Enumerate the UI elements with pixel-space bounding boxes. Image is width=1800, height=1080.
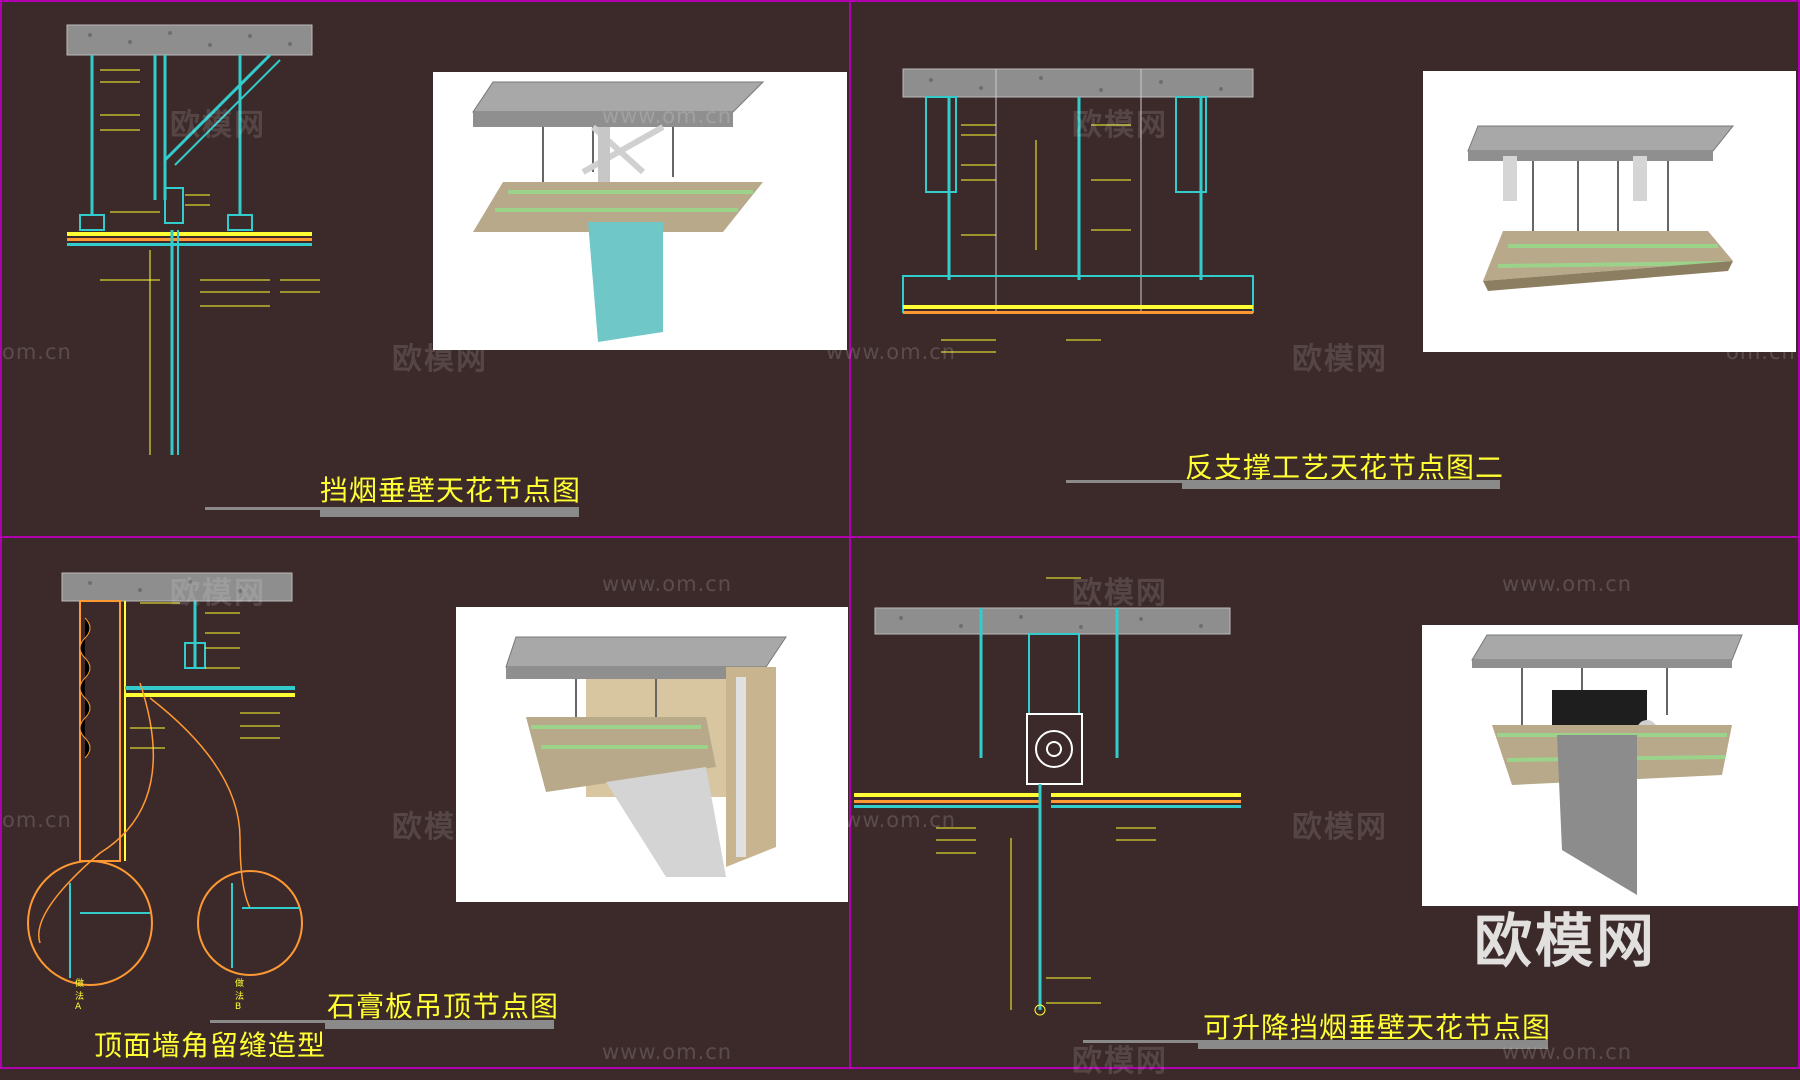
watermark-brand: 欧模网 [1072, 108, 1168, 143]
render-image-gypsum-ceiling [456, 607, 848, 902]
render-3d-gypsum-ceiling [505, 636, 787, 877]
render-image-lifting-smoke-barrier [1422, 625, 1798, 906]
watermark-brand: 欧模网 [392, 342, 488, 377]
title-underline-thick [1198, 1042, 1548, 1049]
frame-bottom [0, 1067, 1800, 1069]
cad-section-smoke-barrier [66, 24, 320, 455]
watermark-url: www.om.cn [1502, 104, 1633, 128]
cad-section-gypsum-ceiling [27, 572, 303, 986]
watermark-url: www.om.cn [826, 340, 957, 364]
watermark-url: om.cn [2, 808, 72, 832]
horizontal-divider [0, 536, 1800, 538]
panel-title: 石膏板吊顶节点图 [327, 990, 560, 1023]
panel-title: 反支撑工艺天花节点图二 [1185, 451, 1505, 484]
title-underline [1066, 480, 1500, 483]
frame-left [0, 0, 2, 1069]
detail-label-b: 做法B [235, 979, 245, 1012]
detail-label-a: 做法A [75, 979, 85, 1012]
render-image-reverse-support [1423, 71, 1796, 352]
title-underline-thick [320, 510, 579, 517]
vertical-divider [849, 0, 851, 1069]
watermark-brand: 欧模网 [170, 576, 266, 611]
watermark-brand: 欧模网 [392, 810, 488, 845]
watermark-brand: 欧模网 [1072, 576, 1168, 611]
cad-section-reverse-support [902, 68, 1254, 353]
render-3d-smoke-barrier [472, 81, 765, 342]
render-3d-reverse-support [1467, 125, 1735, 291]
title-underline [210, 1020, 554, 1023]
watermark-url: www.om.cn [1502, 572, 1633, 596]
title-underline-thick [1182, 482, 1500, 489]
watermark-url: om.cn [2, 340, 72, 364]
watermark-url: www.om.cn [602, 1040, 733, 1064]
render-image-smoke-barrier [433, 72, 847, 350]
frame-top [0, 0, 1800, 2]
watermark-url: www.om.cn [826, 808, 957, 832]
watermark-url: www.om.cn [602, 572, 733, 596]
watermark-url: www.om.cn [1502, 1040, 1633, 1064]
watermark-brand: 欧模网 [1292, 810, 1388, 845]
cad-section-lifting-smoke-barrier [854, 577, 1241, 1016]
title-underline [1083, 1040, 1548, 1043]
watermark-url: www.om.cn [602, 104, 733, 128]
render-3d-lifting-smoke-barrier [1471, 634, 1743, 895]
watermark-brand: 欧模网 [1072, 1044, 1168, 1079]
watermark-brand-large: 欧模网 [1474, 907, 1658, 975]
title-underline-thick [325, 1022, 554, 1029]
watermark-url: om.cn [1726, 808, 1796, 832]
title-underline [205, 507, 579, 510]
watermark-brand: 欧模网 [1292, 342, 1388, 377]
panel-title: 可升降挡烟垂壁天花节点图 [1203, 1011, 1552, 1044]
panel-title: 挡烟垂壁天花节点图 [320, 474, 582, 507]
watermark-brand: 欧模网 [170, 108, 266, 143]
panel-subtitle: 顶面墙角留缝造型 [94, 1029, 327, 1062]
watermark-url: om.cn [1726, 340, 1796, 364]
frame-right [1798, 0, 1800, 1069]
